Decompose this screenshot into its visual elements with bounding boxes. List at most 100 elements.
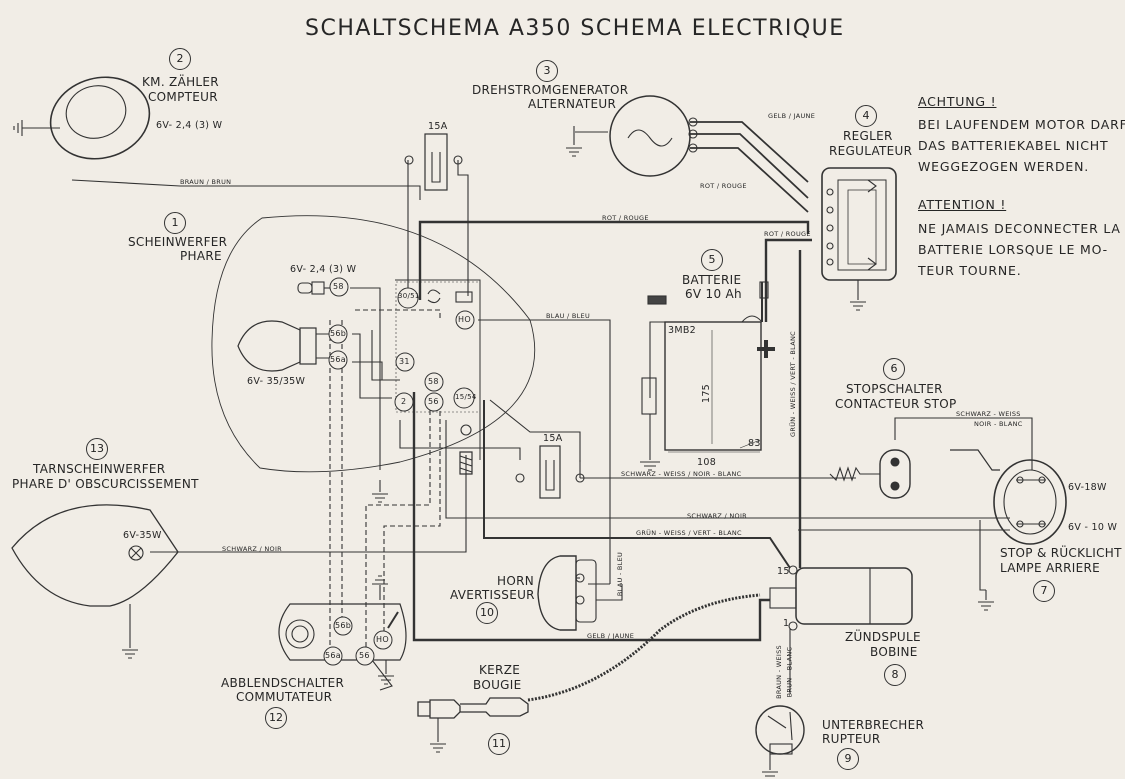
battery-dim-d: 83 (748, 438, 761, 449)
wire-label-rot-2: ROT / ROUGE (764, 230, 811, 238)
horn-label-de: HORN (497, 574, 534, 588)
wire-label-rot-1: ROT / ROUGE (602, 214, 649, 222)
terminal-30-51: 30/51 (398, 292, 420, 300)
wire-label-sw-top: SCHWARZ - WEISS (956, 410, 1021, 418)
terminal-56b-headlamp: 56b (330, 329, 347, 338)
warning-heading-de: ACHTUNG ! (918, 94, 997, 109)
tail-light (993, 459, 1067, 545)
wire-left-bundle-1 (371, 330, 400, 381)
alternator-label-de: DREHSTROMGENERATOR (472, 83, 629, 97)
warning-line-de-2: DAS BATTERIEKABEL NICHT (918, 138, 1109, 153)
headlamp-outline (211, 215, 536, 473)
counter-label-de: KM. ZÄHLER (142, 75, 219, 89)
coil-terminal-15: 15 (777, 566, 790, 577)
component-number-10: 10 (476, 602, 498, 624)
breaker-points (755, 705, 805, 755)
wire-stop-top (489, 399, 581, 462)
wire-label-schwarz-l: SCHWARZ / NOIR (222, 545, 282, 553)
dimmer-label-fr: COMMUTATEUR (236, 690, 333, 704)
switch-terminal-56: 56 (359, 651, 370, 660)
wire-high-tension (527, 593, 761, 702)
headlamp-label-fr: PHARE (180, 249, 222, 263)
wire-ignition (399, 420, 521, 460)
tail-rating-10w: 6V - 10 W (1068, 522, 1118, 533)
coil-label-fr: BOBINE (870, 645, 918, 659)
switch-terminal-56a: 56a (325, 651, 341, 660)
component-number-12: 12 (265, 707, 287, 729)
plug-label-fr: BOUGIE (473, 678, 522, 692)
wire-parking (350, 287, 381, 470)
wire-schwarz (445, 420, 1010, 519)
stop-switch-label-fr: CONTACTEUR STOP (835, 397, 957, 411)
component-number-6: 6 (883, 358, 905, 380)
wire-label-gruen-h: GRÜN - WEISS / VERT - BLANC (636, 529, 742, 537)
terminal-15-54: 15/54 (455, 393, 477, 401)
counter-body (49, 76, 151, 160)
wire-gelb-bottom (412, 392, 770, 642)
headlamp-rating: 6V- 35/35W (247, 376, 306, 387)
regulator-label-fr: REGULATEUR (829, 144, 913, 158)
warning-heading-fr: ATTENTION ! (918, 197, 1007, 212)
regulator-label-de: REGLER (843, 129, 893, 143)
component-number-13: 13 (86, 438, 108, 460)
wire-abblend-5 (383, 405, 441, 640)
wire-abblend-4 (365, 410, 431, 655)
wire-label-blau-v: BLAU - BLEU (616, 551, 625, 597)
ignition-key (459, 451, 473, 475)
wire-left-bundle-2 (352, 333, 392, 399)
ignition-coil (795, 567, 913, 625)
headlamp-label-de: SCHEINWERFER (128, 235, 228, 249)
plug-label-de: KERZE (479, 663, 521, 677)
alternator-wave (627, 129, 673, 147)
fuse-2-box (539, 445, 561, 499)
horn-label-fr: AVERTISSEUR (450, 588, 535, 602)
terminal-56: 56 (428, 397, 439, 406)
battery-box (664, 321, 762, 451)
wire-left-bundle-3 (352, 361, 383, 380)
blackout-lamp (11, 504, 179, 607)
tail-light-label-de: STOP & RÜCKLICHT (1000, 546, 1122, 560)
wire-label-braun: BRAUN / BRUN (180, 178, 232, 186)
warning-line-de-3: WEGGEZOGEN WERDEN. (918, 159, 1090, 174)
stop-switch (879, 449, 911, 499)
battery-spec: 6V 10 Ah (685, 287, 742, 301)
wire-blackout (150, 455, 467, 553)
terminal-ho: HO (458, 315, 471, 324)
parking-rating: 6V- 2,4 (3) W (290, 264, 357, 275)
wire-label-schwarz-r: SCHWARZ / NOIR (687, 512, 747, 520)
wire-rot-main (418, 220, 810, 300)
terminal-56a-headlamp: 56a (330, 355, 346, 364)
fuse-2-rating: 15A (543, 433, 563, 444)
wire-blau (478, 319, 611, 584)
warning-line-fr-1: NE JAMAIS DECONNECTER LA (918, 221, 1121, 236)
wire-label-sw-mid: SCHWARZ - WEISS / NOIR - BLANC (621, 470, 742, 478)
wire-gruen-horizontal (483, 400, 791, 569)
component-number-4: 4 (855, 105, 877, 127)
component-number-2: 2 (169, 48, 191, 70)
component-number-5: 5 (701, 249, 723, 271)
wire-label-gelb-bottom: GELB / JAUNE (587, 632, 635, 640)
diagram-title: SCHALTSCHEMA A350 SCHEMA ELECTRIQUE (305, 16, 845, 41)
breaker-label-fr: RUPTEUR (822, 732, 881, 746)
fuse-1-rating: 15A (428, 121, 448, 132)
wire-rot-to-battery (764, 238, 812, 322)
wire-label-blau: BLAU / BLEU (546, 312, 591, 320)
tail-light-label-fr: LAMPE ARRIERE (1000, 561, 1100, 575)
switch-terminal-56b: 56b (335, 621, 352, 630)
horn-body (537, 555, 577, 631)
component-number-9: 9 (837, 748, 859, 770)
component-number-1: 1 (164, 212, 186, 234)
breaker-label-de: UNTERBRECHER (822, 718, 925, 732)
wire-label-gruen-v: GRÜN - WEISS / VERT - BLANC (788, 331, 797, 437)
regulator-box (821, 167, 897, 281)
wire-fuse-top-right (457, 160, 469, 296)
stop-switch-label-de: STOPSCHALTER (846, 382, 943, 396)
blackout-label-fr: PHARE D' OBSCURCISSEMENT (12, 477, 199, 491)
counter-label-fr: COMPTEUR (148, 90, 218, 104)
coil-label-de: ZÜNDSPULE (845, 630, 921, 644)
wire-label-braun-weiss: BRAUN - WEISS (774, 645, 783, 699)
component-number-11: 11 (488, 733, 510, 755)
alternator-body (609, 95, 691, 177)
spark-plug (417, 697, 529, 719)
